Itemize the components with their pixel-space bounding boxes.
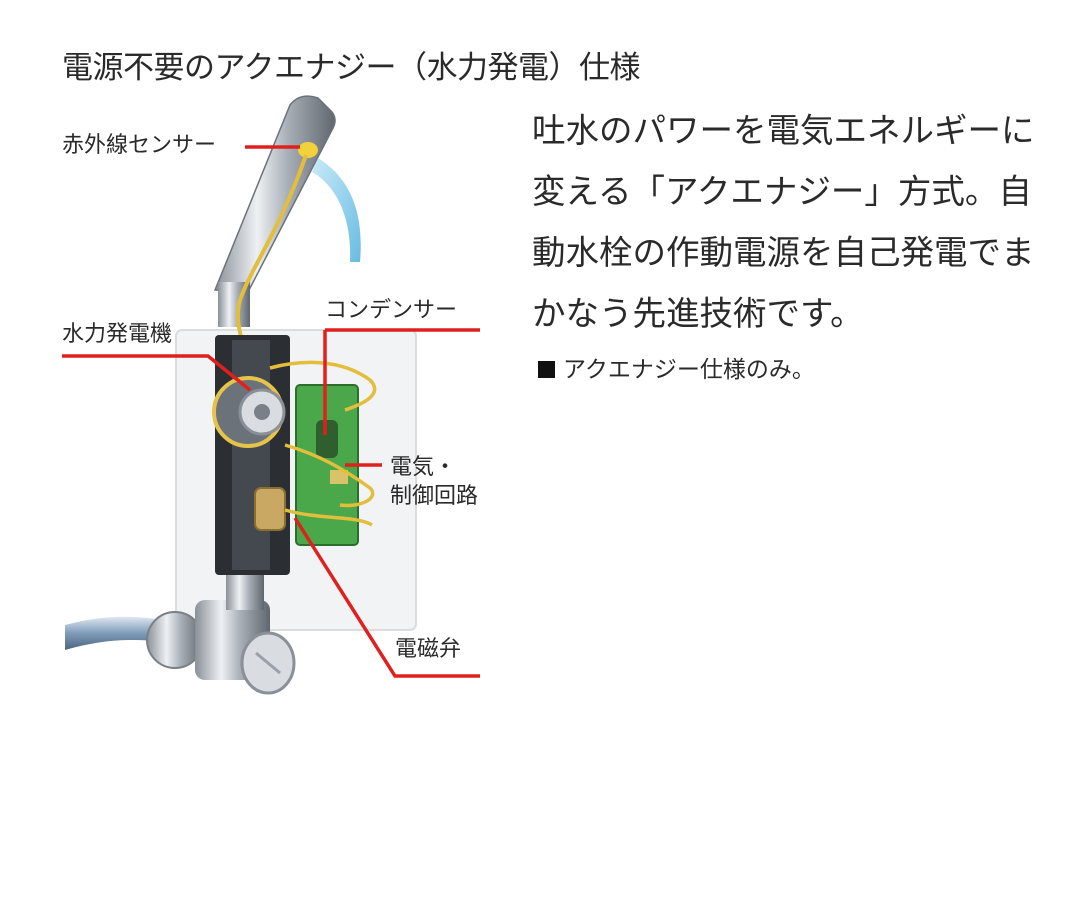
footnote: アクエナジー仕様のみ。 [538,350,815,384]
generator-label: 水力発電機 [62,322,173,347]
stop-valve-flange [146,611,204,669]
sensor-label: 赤外線センサー [62,133,217,158]
water-stream [312,158,361,262]
infrared-sensor-lens [298,142,318,158]
condenser-label: コンデンサー [325,298,458,323]
solenoid-valve [254,487,286,531]
circuit-label-line2: 制御回路 [390,483,479,509]
circuit-label: 電気・ 制御回路 [390,454,478,511]
page-title: 電源不要のアクエナジー（水力発電）仕様 [62,50,640,86]
condenser [316,420,338,458]
condenser-callout-line [323,328,480,435]
circuit-label-line1: 電気・ [390,455,457,480]
valve-label: 電磁弁 [395,637,462,662]
generator-callout-line [62,354,252,392]
callout-lines [62,145,480,678]
square-bullet-icon [538,361,555,378]
footnote-text: アクエナジー仕様のみ。 [563,357,815,383]
description-text: 吐水のパワーを電気エネルギーに変える「アクエナジー」方式。自動水栓の作動電源を自… [532,111,1035,333]
valve-callout-line [293,517,480,678]
faucet-spout [213,95,336,293]
circuit-wires [269,360,377,527]
